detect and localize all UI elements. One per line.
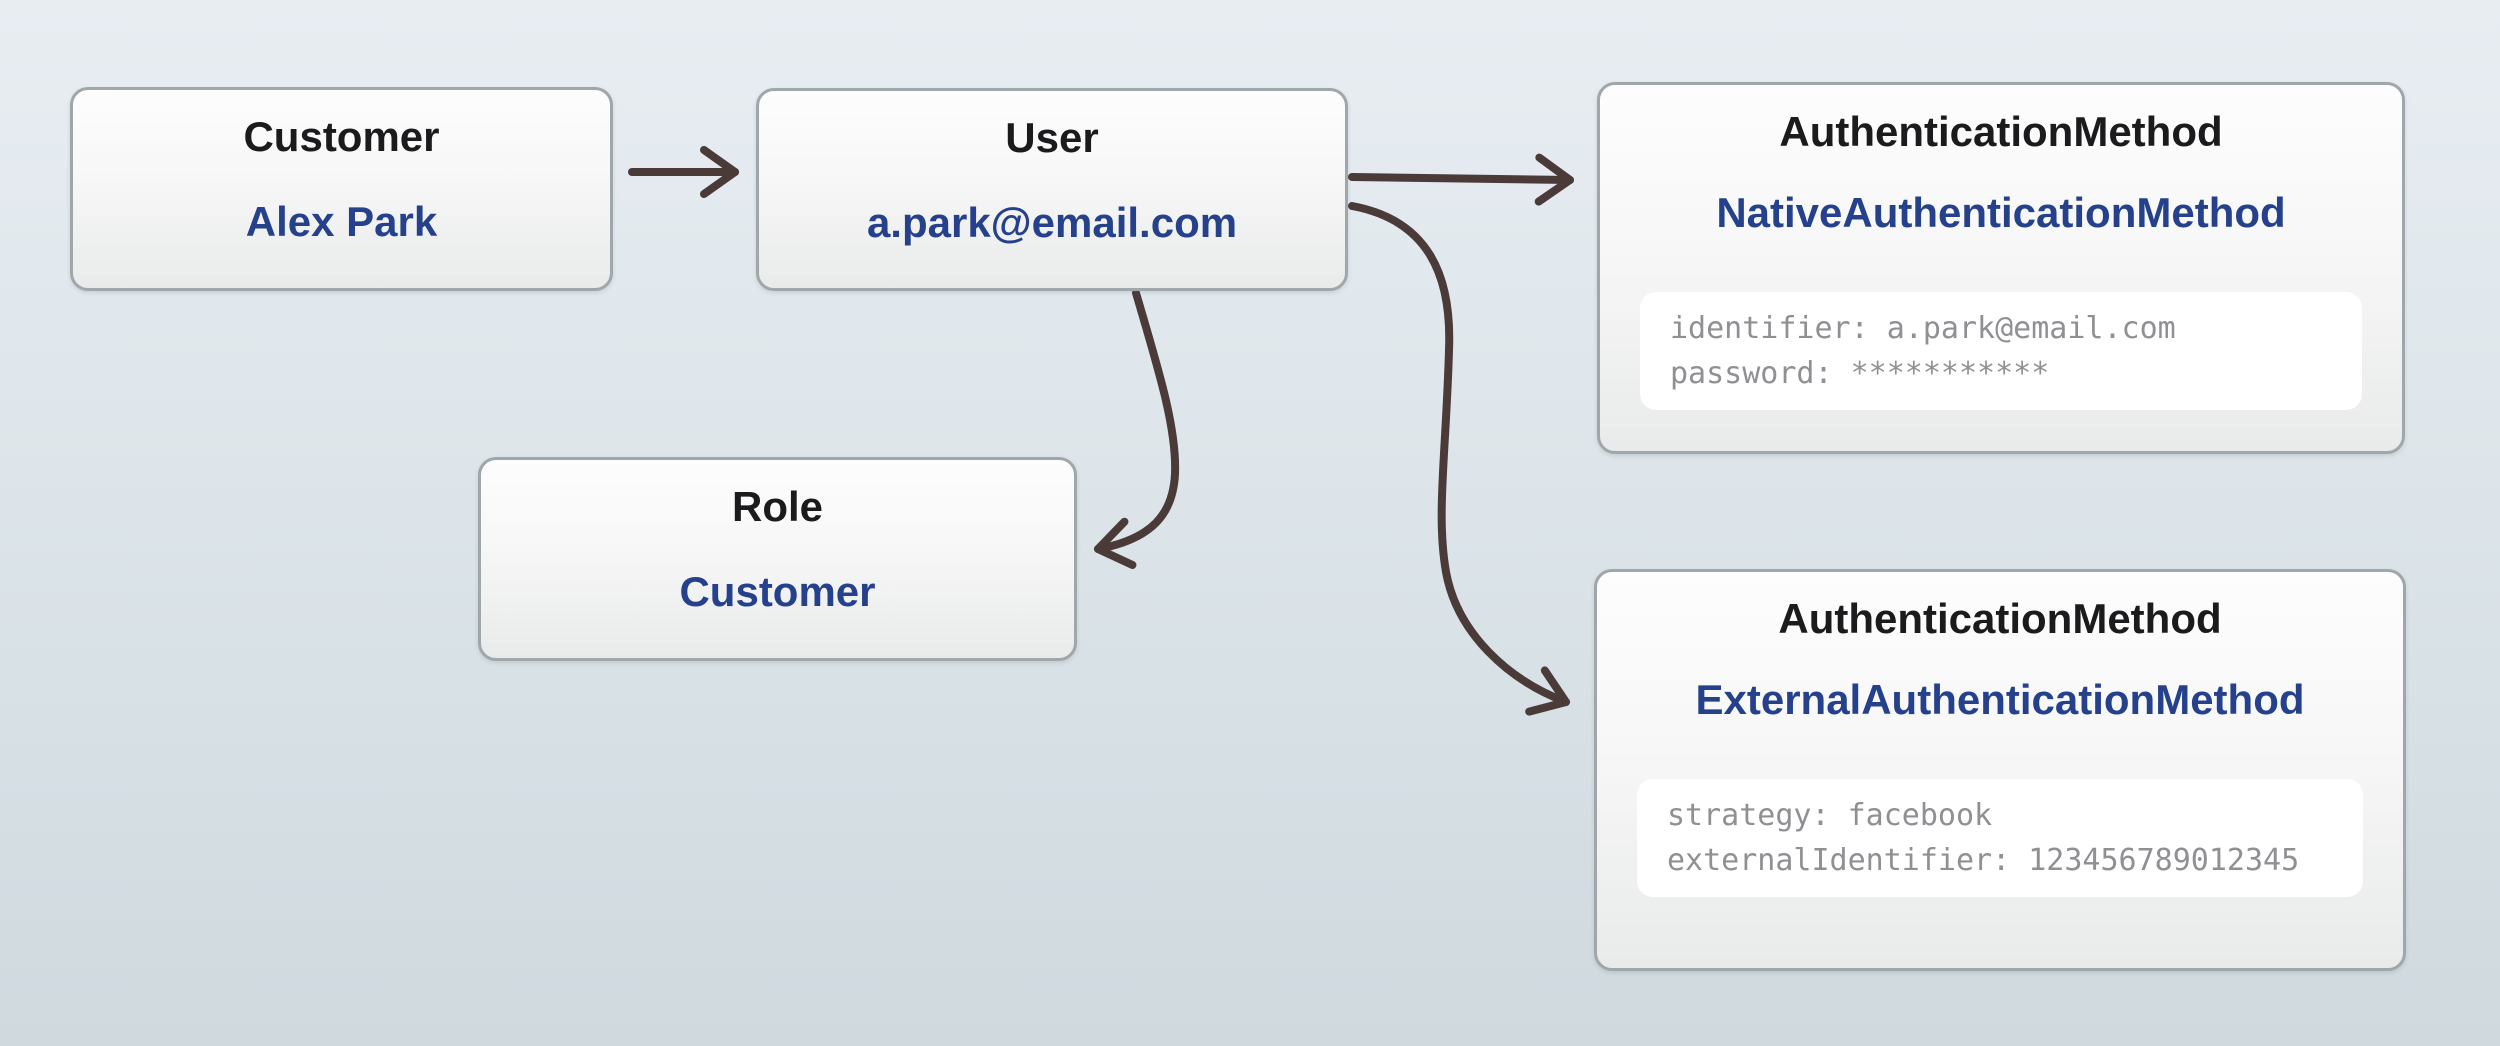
- attribute-external-identifier: externalIdentifier: 123456789012345: [1667, 843, 2300, 878]
- edge-user-to-role: [1094, 289, 1180, 569]
- attribute-strategy: strategy: facebook: [1667, 798, 1993, 833]
- external-auth-attributes-panel: strategy: facebook externalIdentifier: 1…: [1637, 779, 2363, 897]
- edge-user-to-external-auth: [1348, 202, 1570, 716]
- node-external-authentication-method: AuthenticationMethod ExternalAuthenticat…: [1594, 569, 2406, 971]
- node-customer: Customer Alex Park: [70, 87, 613, 291]
- node-native-auth-title: AuthenticationMethod: [1779, 108, 2223, 155]
- node-native-auth-subtype: NativeAuthenticationMethod: [1716, 189, 2286, 236]
- node-user: User a.park@email.com: [756, 88, 1348, 291]
- node-role-value: Customer: [679, 568, 876, 615]
- attribute-identifier: identifier: a.park@email.com: [1670, 311, 2176, 346]
- node-external-auth-subtype: ExternalAuthenticationMethod: [1695, 676, 2305, 723]
- node-role: Role Customer: [478, 457, 1077, 661]
- node-user-value: a.park@email.com: [866, 199, 1238, 246]
- node-user-title: User: [1005, 114, 1099, 161]
- node-role-title: Role: [731, 483, 823, 530]
- native-auth-attributes-panel: identifier: a.park@email.com password: *…: [1640, 292, 2362, 410]
- edge-user-to-native-auth: [1348, 153, 1574, 206]
- node-native-authentication-method: AuthenticationMethod NativeAuthenticatio…: [1597, 82, 2405, 454]
- node-customer-value: Alex Park: [245, 198, 438, 245]
- attribute-password: password: ***********: [1670, 356, 2050, 391]
- node-customer-title: Customer: [243, 113, 440, 160]
- node-external-auth-title: AuthenticationMethod: [1778, 595, 2222, 642]
